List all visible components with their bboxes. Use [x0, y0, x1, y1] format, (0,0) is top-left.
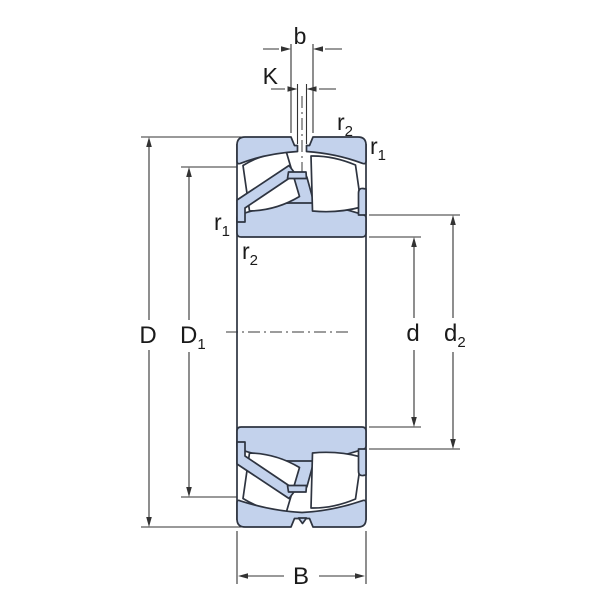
d-cap-extension-lines — [141, 136, 244, 528]
dim-label-r2-top: r2 — [337, 109, 353, 140]
dim-label-K: K — [263, 63, 279, 89]
b-arrow-right — [313, 46, 323, 52]
b-width-arrow-left — [238, 573, 248, 579]
dim-label-D1: D1 — [180, 322, 206, 353]
cage-center-bridge — [286, 171, 308, 180]
k-extension-lines — [296, 84, 308, 144]
d-bore-arrow-bottom — [411, 417, 417, 427]
bearing-body — [236, 136, 367, 528]
d2-arrow-bottom — [450, 439, 456, 449]
bearing-bottom-rolling-elements — [236, 426, 367, 513]
dim-label-r1-left: r1 — [214, 209, 230, 240]
dimension-lines — [141, 44, 460, 584]
outer-ring-bottom-hole-countersink — [297, 517, 308, 525]
k-arrow-right — [306, 86, 317, 92]
d-cap-arrow-top — [146, 137, 152, 147]
dim-label-b: b — [294, 23, 307, 49]
dim-label-r1-top: r1 — [370, 133, 386, 164]
outer-ring-top — [236, 136, 367, 165]
b-width-arrow-right — [355, 573, 365, 579]
dim-label-r2-left: r2 — [242, 238, 258, 269]
dim-label-d2: d2 — [444, 320, 466, 351]
d1-arrow-bottom — [186, 487, 192, 497]
k-arrow-left — [287, 86, 298, 92]
b-width-extension-lines — [236, 531, 367, 584]
roller-right — [310, 155, 363, 213]
outer-ring-bottom — [236, 499, 367, 528]
d-cap-arrow-bottom — [146, 517, 152, 527]
d1-arrow-top — [186, 167, 192, 177]
d-bore-extension-lines — [369, 236, 421, 428]
d1-extension-lines — [181, 166, 237, 498]
dim-label-D: D — [139, 322, 156, 349]
dim-label-d: d — [406, 320, 419, 347]
b-arrow-left — [281, 46, 291, 52]
dim-label-B: B — [293, 563, 309, 590]
d-bore-arrow-top — [411, 237, 417, 247]
d2-extension-lines — [369, 214, 460, 450]
dimension-labels: b K r2 r1 r1 r2 D D1 d d2 B — [139, 23, 465, 590]
d2-arrow-top — [450, 215, 456, 225]
cage-right — [357, 187, 367, 216]
